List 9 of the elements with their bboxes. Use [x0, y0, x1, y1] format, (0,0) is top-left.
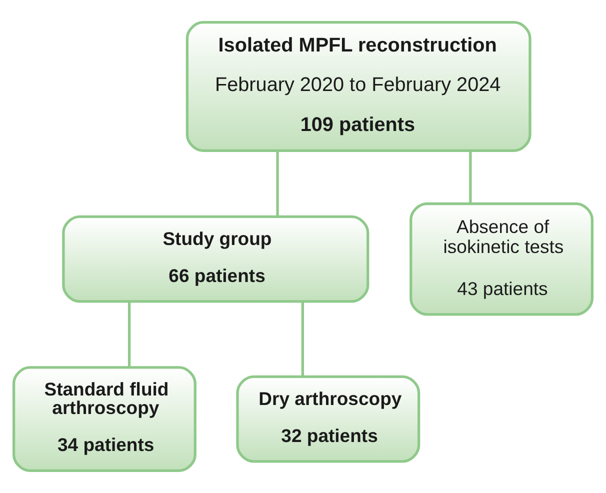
connector [276, 150, 279, 216]
node-box: Absence of isokinetic tests 43 patients [410, 202, 594, 316]
node-box: Standard fluid arthroscopy 34 patients [12, 366, 196, 472]
connector [469, 150, 472, 204]
connector [128, 302, 131, 368]
node-box: Study group 66 patients [62, 215, 370, 303]
connector [301, 302, 304, 376]
node-box: Dry arthroscopy 32 patients [236, 375, 420, 463]
node-box: Isolated MPFL reconstruction February 2020 to February 2024 109 patients [186, 20, 532, 152]
